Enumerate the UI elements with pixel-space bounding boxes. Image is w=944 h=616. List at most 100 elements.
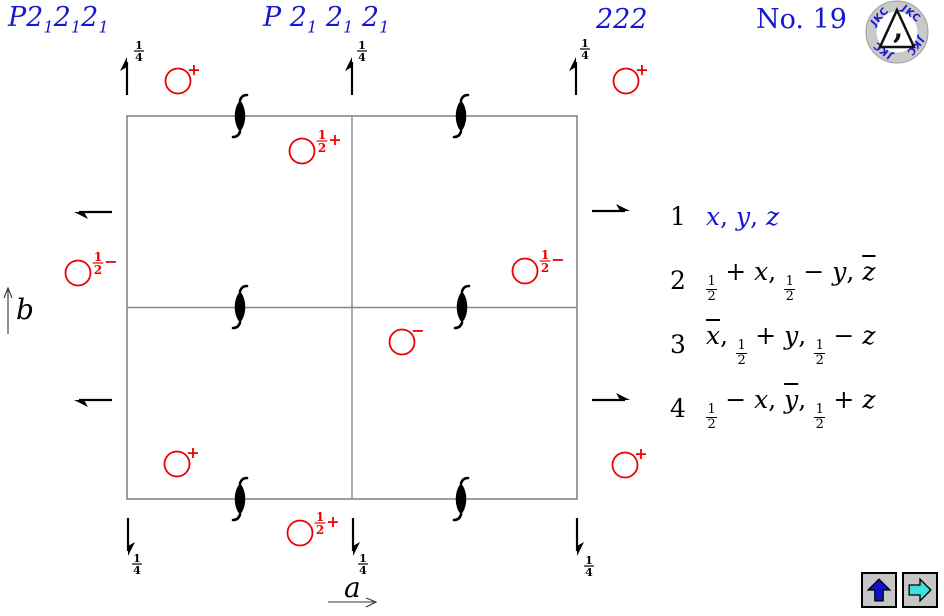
svg-text:1: 1 [133,552,141,565]
svg-text:4: 4 [581,49,589,62]
atom-circle [511,257,539,285]
svg-text:1: 1 [318,128,326,142]
symbol-segment: 2 [81,2,99,33]
symbol-segment: P [263,2,290,33]
screw-arrow-down [351,518,360,556]
position-number: 4 [670,393,686,423]
atom-height-fraction: 12 [539,248,551,275]
atom-height-fraction: 12 [316,128,328,155]
symbol-segment: 2 [289,2,307,33]
screw-arrow-down [126,518,135,556]
symbol-subscript: 1 [43,17,54,37]
variable: x [706,201,721,231]
space-group-symbol-compact: P212121 [8,2,109,36]
atom-sign: + [635,60,648,79]
svg-text:1: 1 [94,250,102,264]
operator-text: , [768,384,785,414]
svg-text:4: 4 [358,51,366,64]
atom-circle [612,67,640,95]
screw-arrow-right [592,204,630,213]
symbol-segment: P [8,2,27,33]
screw-arrow-up [120,57,129,95]
operator-text: − [717,384,755,414]
variable: y [784,320,799,350]
atom-sign: + [187,60,200,79]
svg-text:2: 2 [541,261,549,275]
symbol-segment: 2 [53,2,71,33]
atom-sign: − [411,321,424,340]
operator-text: , [750,201,767,231]
screw-axis-perpendicular-symbol [452,93,470,139]
operator-text: , [720,201,737,231]
logo-triangle [878,7,916,49]
quarter-height-label: 14 [134,39,144,64]
atom-circle [286,519,314,547]
atom-circle [163,450,191,478]
quarter-height-label: 14 [358,552,368,577]
variable: z [862,320,876,350]
space-group-number: No. 19 [756,4,847,35]
atom-position: 12+ [286,510,340,547]
axis-a: a [328,571,378,608]
nav-next-button[interactable] [902,572,938,608]
symbol-segment: 2 [353,2,380,33]
operator-text: , [768,256,785,286]
svg-text:2: 2 [316,523,324,537]
variable-overbar: z [862,256,876,286]
position-coordinates: x, y, z [706,202,779,231]
atom-sign: − [104,252,117,271]
symbol-subscript: 1 [343,17,354,37]
atom-position: + [612,60,649,95]
axis-b: b [3,286,34,334]
screw-arrow-left [74,210,112,219]
operator-text: , [846,256,863,286]
point-group-label: 222 [596,4,648,35]
svg-text:1: 1 [585,554,593,567]
atom-sign: + [634,444,647,463]
up-arrow-icon [866,578,892,602]
screw-axis-perpendicular-symbol [452,476,470,522]
operator-text: − [825,320,863,350]
atom-position: + [164,60,201,95]
svg-text:4: 4 [585,566,593,579]
atom-circle [611,451,639,479]
atom-circle [164,67,192,95]
variable: x [754,256,769,286]
symbol-subscript: 1 [379,17,390,37]
svg-text:1: 1 [541,248,549,262]
svg-text:4: 4 [135,51,143,64]
svg-text:1: 1 [359,552,367,565]
screw-axis-perpendicular-symbol [231,93,249,139]
quarter-height-label: 14 [584,554,594,579]
svg-text:2: 2 [94,263,102,277]
atom-height-fraction: 12 [92,250,104,277]
axis-b-label: b [16,293,34,326]
nav-up-button[interactable] [861,572,897,608]
svg-text:1: 1 [358,39,366,52]
variable: y [832,256,847,286]
next-arrow-icon [908,577,932,603]
screw-arrow-up [345,57,354,95]
logo-comma: , [893,11,903,46]
atom-circle [64,259,92,287]
variable: z [766,201,780,231]
operator-text: , [720,320,737,350]
atom-circle [388,328,416,356]
variable: x [754,384,769,414]
operator-text: + [717,256,755,286]
position-number: 3 [670,329,686,359]
symbol-subscript: 1 [98,17,109,37]
operator-text: − [795,256,833,286]
atom-position: + [611,444,648,479]
atom-position: − [388,321,425,356]
atom-position: + [163,443,200,478]
screw-arrow-left [74,398,112,407]
navigation-bar [861,572,938,608]
atom-sign: + [326,512,339,531]
